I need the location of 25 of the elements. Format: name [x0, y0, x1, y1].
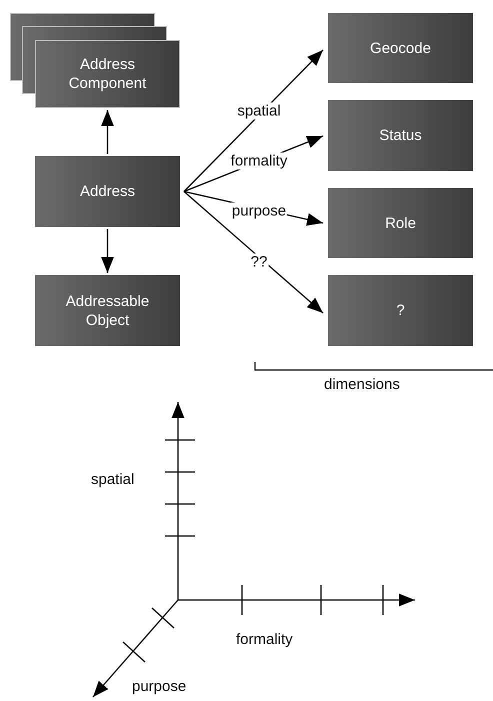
entity-box	[35, 40, 180, 108]
box-label: Geocode	[370, 38, 431, 58]
edge-label: spatial	[236, 102, 282, 120]
axis-label: purpose	[132, 678, 186, 695]
entity-box	[35, 156, 180, 227]
entity-box	[35, 275, 180, 346]
edge-label: purpose	[230, 202, 288, 220]
box-label: Addressable Object	[64, 292, 150, 330]
entity-box	[328, 188, 473, 258]
box-label: Status	[379, 126, 422, 145]
arrow	[184, 191, 324, 314]
arrow	[101, 110, 114, 154]
axis-label: spatial	[91, 471, 134, 488]
arrow	[101, 229, 114, 273]
box-label: Address Component	[68, 55, 148, 93]
axis-label: formality	[236, 631, 293, 648]
entity-box	[328, 275, 473, 346]
entity-box	[328, 100, 473, 171]
bracket-label: dimensions	[324, 376, 400, 393]
entity-box	[328, 13, 473, 83]
arrow	[184, 50, 324, 192]
box-label: ?	[396, 301, 405, 320]
edge-label: formality	[230, 152, 288, 170]
box-label: Role	[385, 214, 416, 232]
box-label: Address	[80, 182, 136, 201]
